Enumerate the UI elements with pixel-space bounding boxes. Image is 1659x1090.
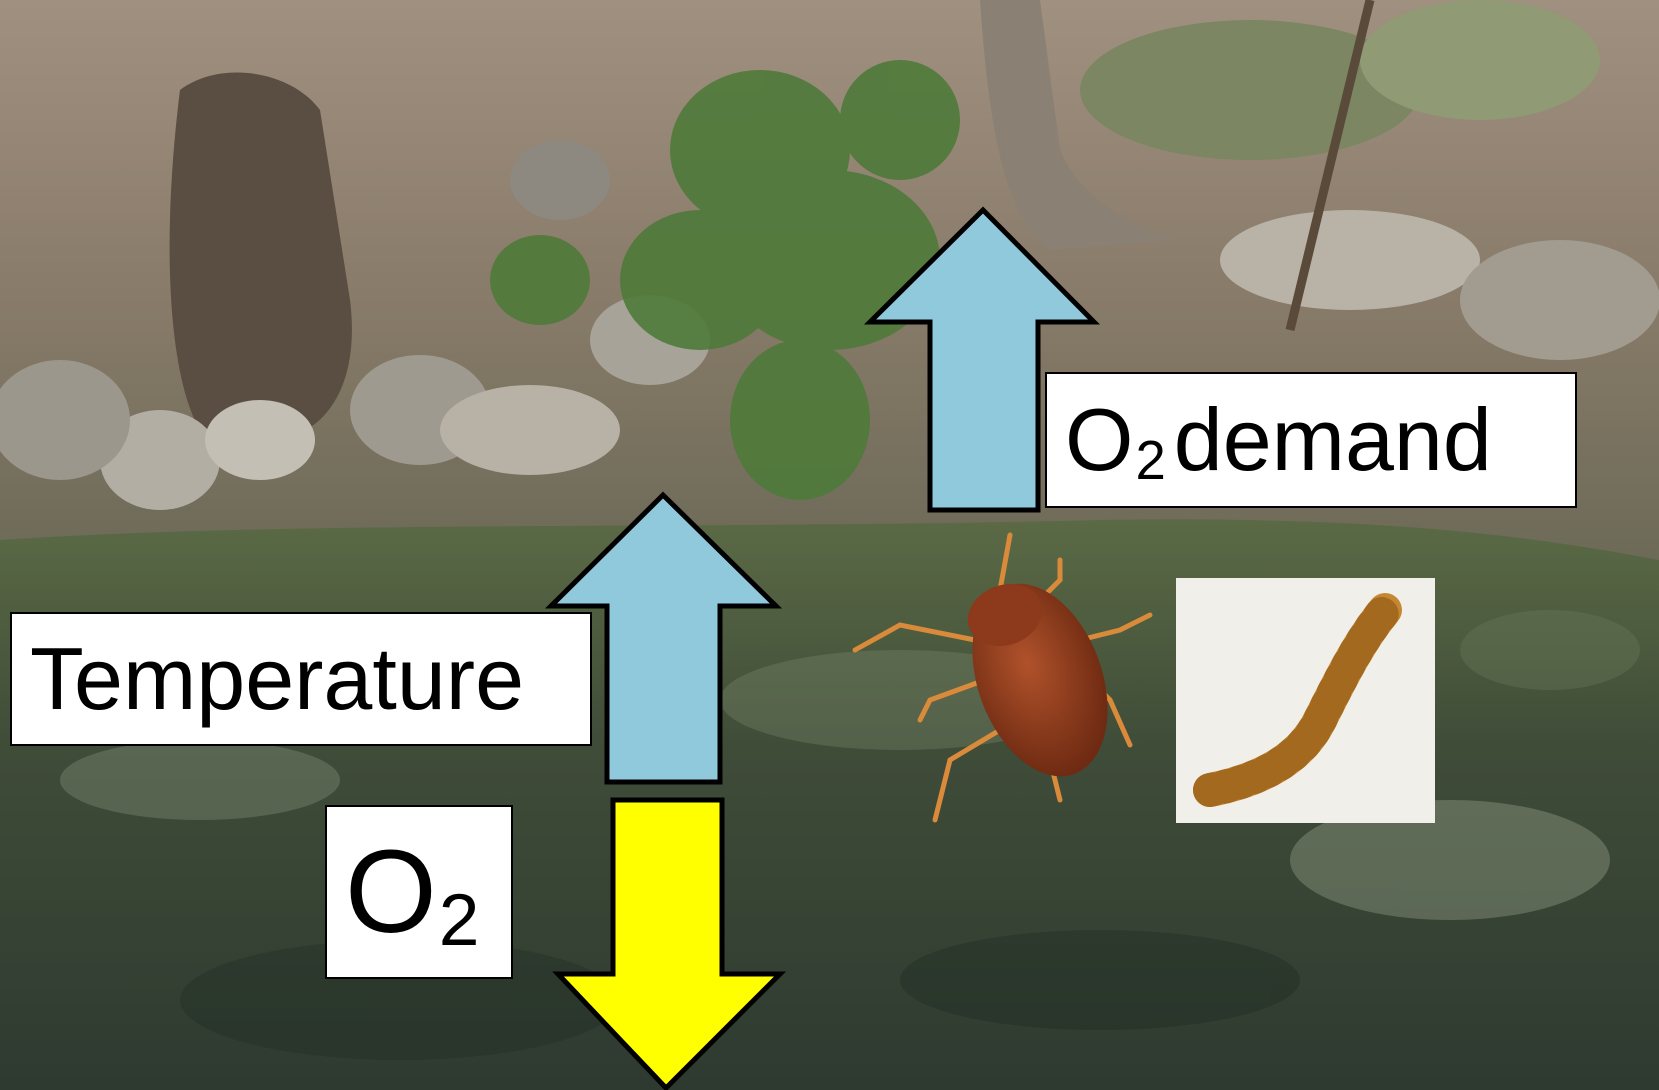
temperature-text: Temperature bbox=[30, 628, 524, 730]
o2-o: O bbox=[345, 824, 437, 960]
o2-subscript: 2 bbox=[439, 878, 480, 962]
temperature-label: Temperature bbox=[10, 612, 592, 746]
o2-demand-o: O bbox=[1065, 389, 1133, 491]
o2-down-arrow-icon bbox=[558, 800, 780, 1088]
o2-demand-subscript: 2 bbox=[1135, 429, 1165, 492]
o2-demand-text: demand bbox=[1174, 389, 1492, 491]
